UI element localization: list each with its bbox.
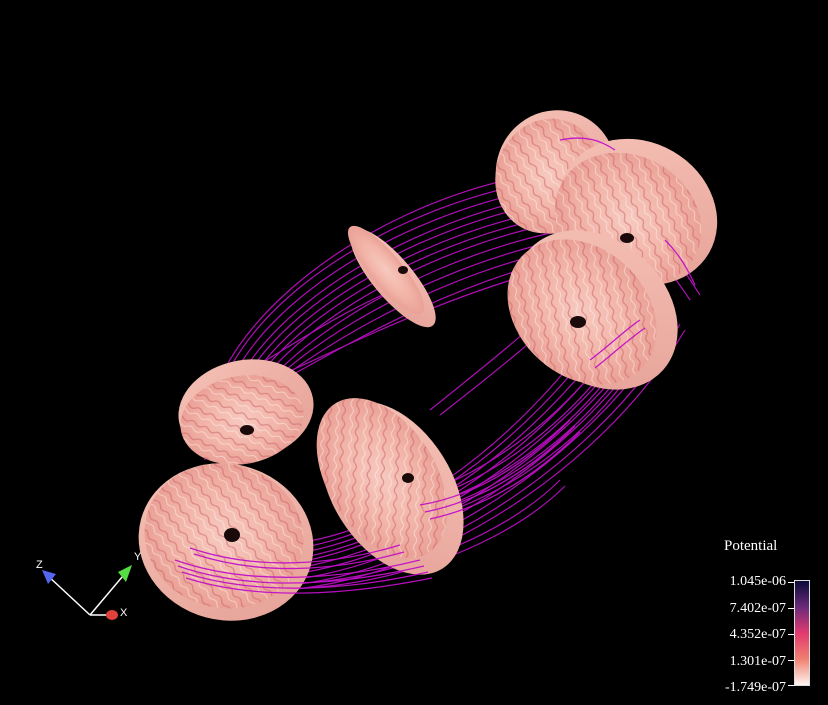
orientation-axes: Y Z X [36,551,142,620]
disc-bottom-left [138,463,314,621]
z-axis-label: Z [36,559,43,571]
legend-title: Potential [724,538,778,554]
legend-tick-3: 4.352e-07 [729,627,786,642]
legend-tick-max: 1.045e-06 [729,574,786,589]
streamlines-front [174,137,696,594]
legend-tick-min: -1.749e-07 [724,680,786,695]
disc-small-center [347,225,436,328]
y-axis-arrow-icon [118,565,132,582]
x-axis-label: X [120,607,128,619]
legend-tick-4: 1.301e-07 [729,654,786,669]
legend-tick-mark [788,582,794,583]
y-axis-label: Y [134,551,142,563]
x-axis-arrow-icon [106,610,118,620]
legend-tick-2: 7.402e-07 [729,601,786,616]
legend-tick-mark [788,634,794,635]
z-axis-arrow-icon [42,570,56,584]
color-scale-bar [794,580,810,686]
legend-tick-mark [788,608,794,609]
disc-center-bottom [316,398,464,575]
disc-left-back [178,359,314,465]
legend-tick-mark [788,685,794,686]
legend-tick-mark [788,660,794,661]
